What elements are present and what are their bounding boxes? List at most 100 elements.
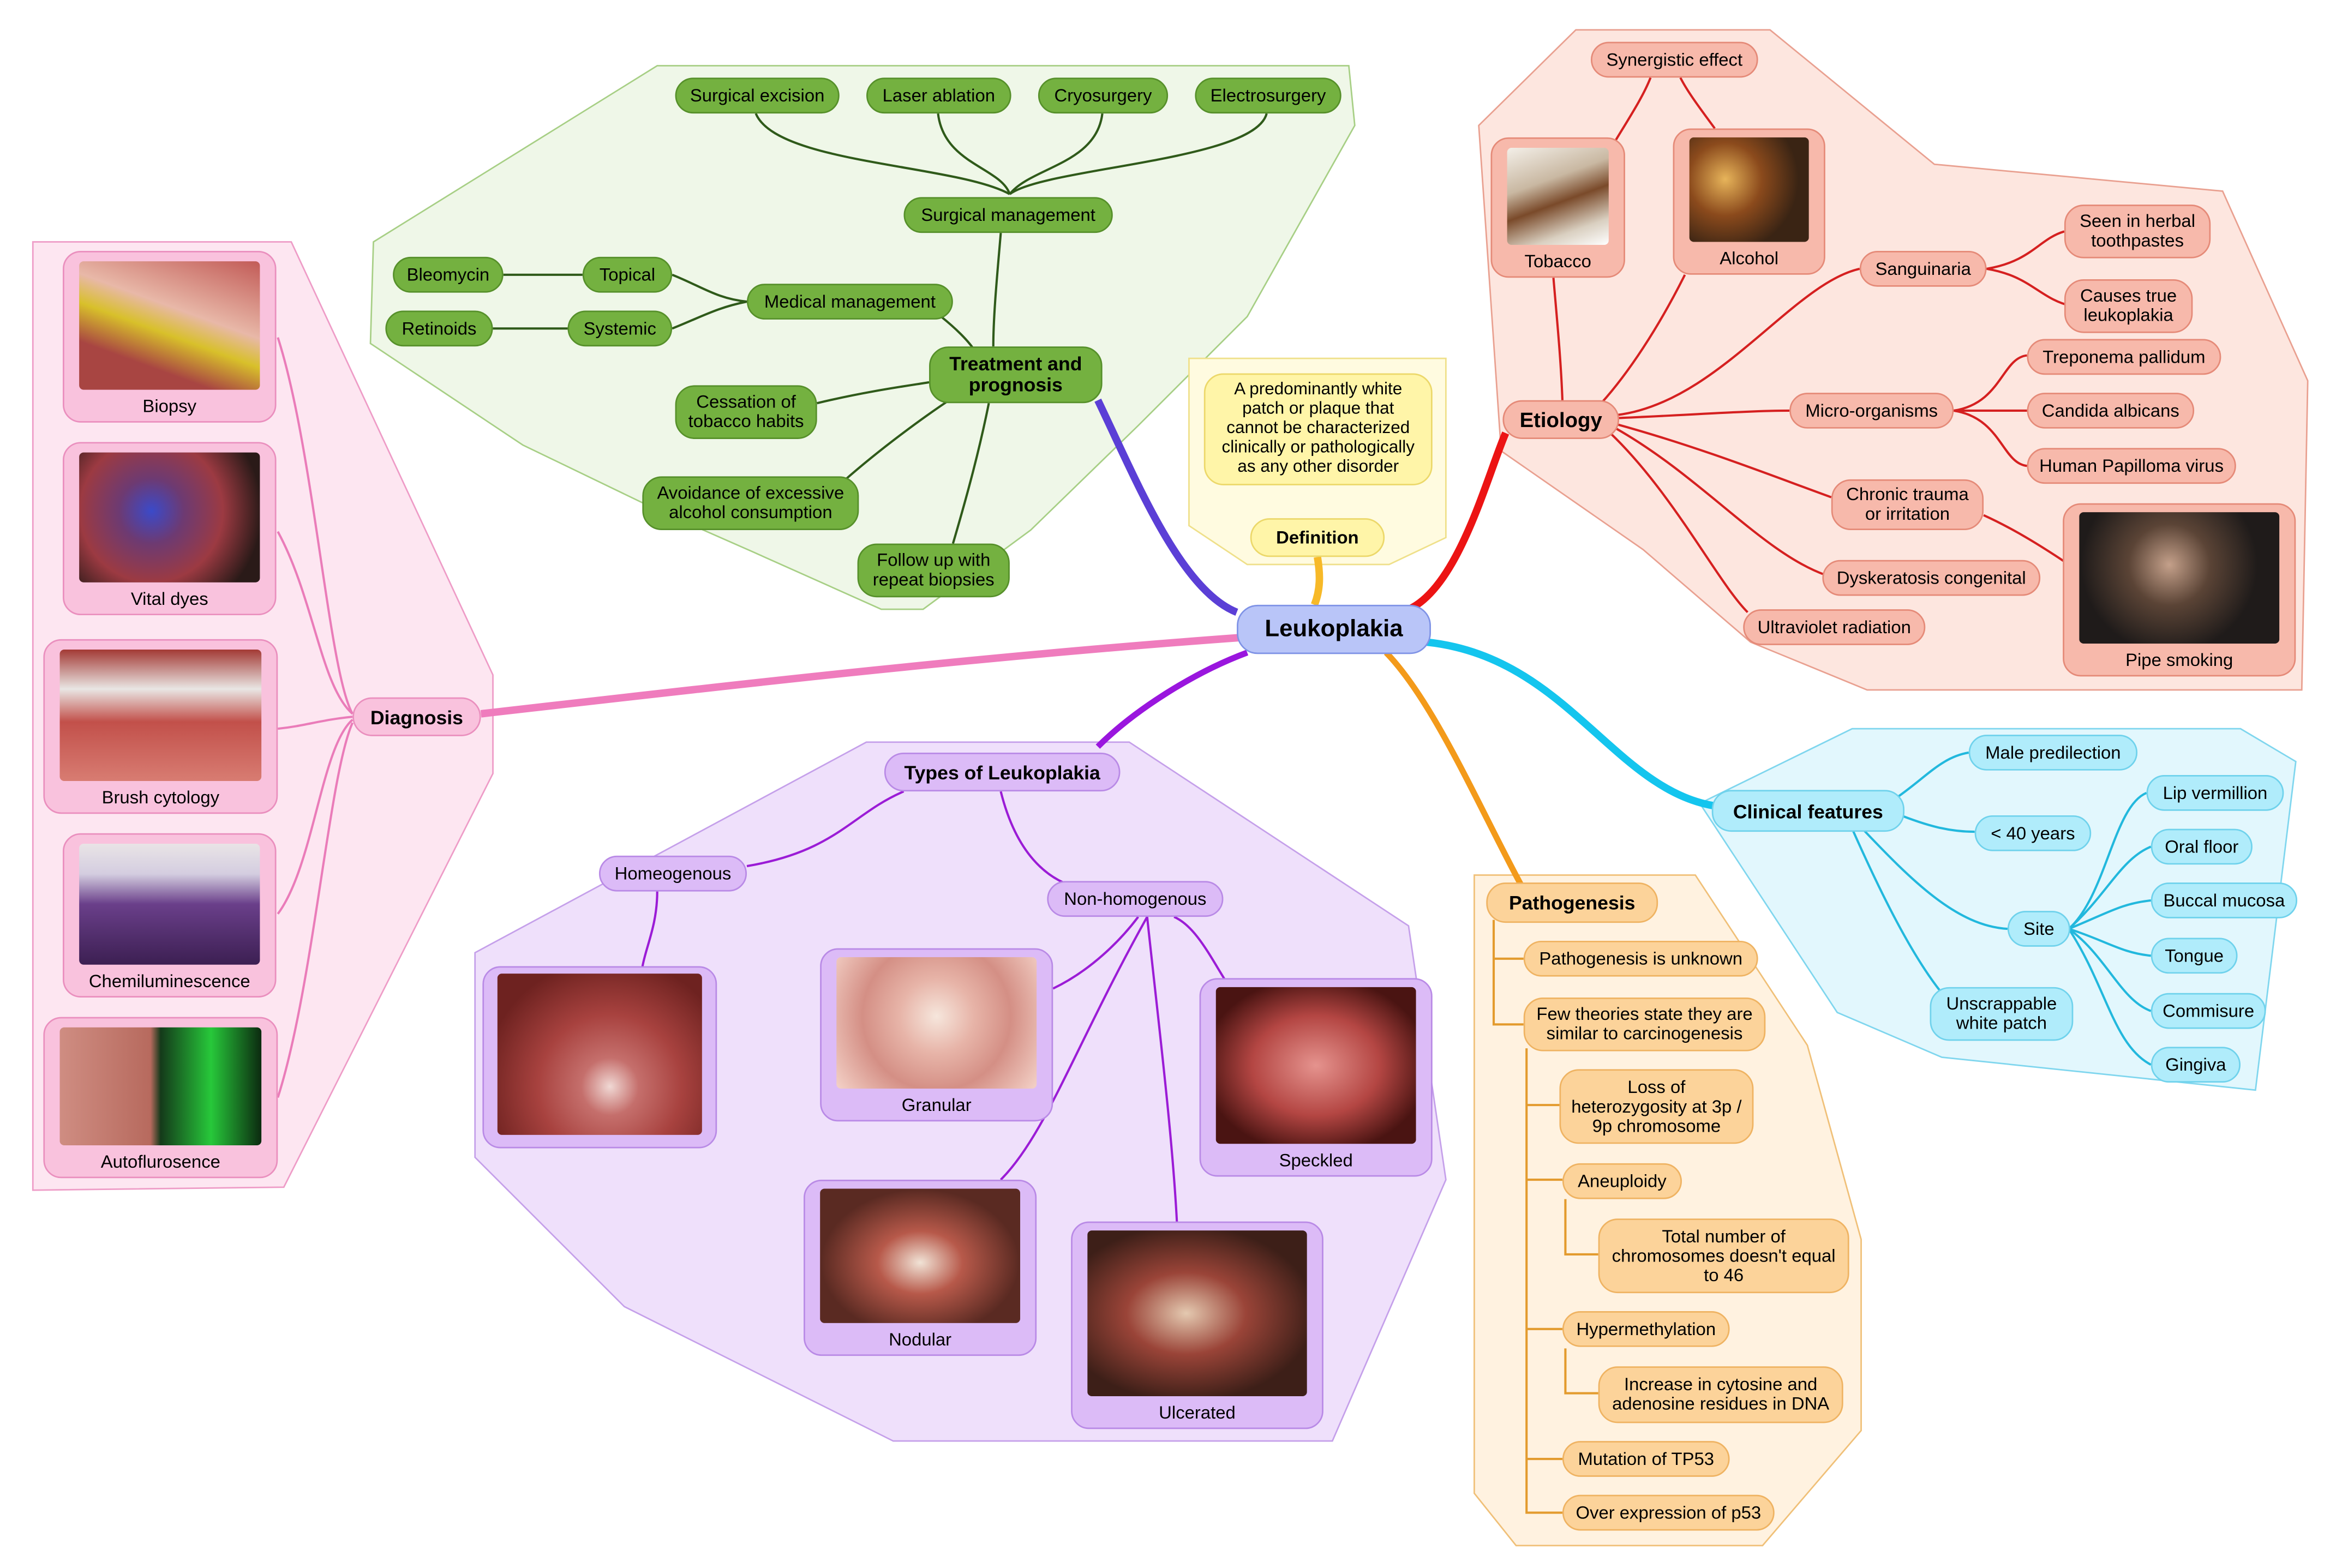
mutation-tp53[interactable]: Mutation of TP53 bbox=[1562, 1441, 1730, 1477]
treatment-region bbox=[369, 65, 1356, 610]
retinoids[interactable]: Retinoids bbox=[385, 310, 493, 347]
surgical-management[interactable]: Surgical management bbox=[903, 197, 1113, 233]
autoflurosence-card[interactable]: Autoflurosence bbox=[43, 1017, 278, 1179]
photo-speckled bbox=[1215, 987, 1416, 1144]
herbal-toothpastes[interactable]: Seen in herbal toothpastes bbox=[2064, 205, 2211, 259]
cessation-tobacco[interactable]: Cessation of tobacco habits bbox=[675, 385, 817, 439]
types-node[interactable]: Types of Leukoplakia bbox=[884, 752, 1121, 792]
homogenous[interactable]: Homeogenous bbox=[598, 855, 747, 892]
aneuploidy[interactable]: Aneuploidy bbox=[1562, 1163, 1682, 1199]
loss-of-heterozygosity[interactable]: Loss of heterozygosity at 3p / 9p chromo… bbox=[1559, 1069, 1754, 1144]
age-under-40[interactable]: < 40 years bbox=[1974, 815, 2092, 851]
pipe-smoking-card[interactable]: Pipe smoking bbox=[2063, 503, 2296, 677]
medical-management[interactable]: Medical management bbox=[747, 284, 953, 320]
branch-types bbox=[1095, 650, 1249, 749]
brush-cytology-card[interactable]: Brush cytology bbox=[43, 639, 278, 814]
theories-carcinogenesis[interactable]: Few theories state they are similar to c… bbox=[1523, 997, 1766, 1052]
sanguinaria[interactable]: Sanguinaria bbox=[1859, 250, 1987, 287]
site-gingiva[interactable]: Gingiva bbox=[2151, 1047, 2241, 1083]
biopsy-card[interactable]: Biopsy bbox=[62, 250, 277, 423]
speckled-card[interactable]: Speckled bbox=[1199, 978, 1433, 1177]
nodular-label: Nodular bbox=[889, 1329, 952, 1350]
diagnosis-node[interactable]: Diagnosis bbox=[352, 697, 481, 736]
tobacco-label: Tobacco bbox=[1524, 250, 1591, 272]
bleomycin[interactable]: Bleomycin bbox=[393, 256, 504, 293]
clinical-features-node[interactable]: Clinical features bbox=[1711, 790, 1904, 832]
dyskeratosis-congenital[interactable]: Dyskeratosis congenital bbox=[1822, 560, 2041, 596]
branch-clinical bbox=[1426, 638, 1718, 810]
tobacco-card[interactable]: Tobacco bbox=[1490, 137, 1625, 278]
homogenous-card[interactable] bbox=[482, 966, 717, 1149]
non-homogenous[interactable]: Non-homogenous bbox=[1047, 881, 1224, 917]
photo-brush-cytology bbox=[59, 650, 262, 781]
male-predilection[interactable]: Male predilection bbox=[1968, 735, 2138, 771]
over-expression-p53[interactable]: Over expression of p53 bbox=[1562, 1494, 1775, 1531]
increase-cytosine-adenosine[interactable]: Increase in cytosine and adenosine resid… bbox=[1598, 1366, 1843, 1423]
branch-definition bbox=[1311, 556, 1323, 606]
branch-pathogenesis bbox=[1383, 650, 1524, 886]
alcohol-card[interactable]: Alcohol bbox=[1673, 128, 1825, 275]
laser-ablation[interactable]: Laser ablation bbox=[866, 77, 1011, 114]
biopsy-label: Biopsy bbox=[142, 395, 197, 417]
avoidance-alcohol[interactable]: Avoidance of excessive alcohol consumpti… bbox=[642, 476, 859, 530]
photo-granular bbox=[836, 957, 1037, 1089]
photo-vital-dyes bbox=[79, 452, 260, 582]
definition-node[interactable]: Definition bbox=[1250, 518, 1385, 557]
pathogenesis-unknown[interactable]: Pathogenesis is unknown bbox=[1523, 940, 1758, 977]
site-commisure[interactable]: Commisure bbox=[2151, 993, 2266, 1029]
photo-biopsy bbox=[79, 261, 260, 390]
chronic-trauma[interactable]: Chronic trauma or irritation bbox=[1831, 479, 1984, 530]
surgical-excision[interactable]: Surgical excision bbox=[675, 77, 840, 114]
photo-chemiluminescence bbox=[79, 843, 260, 965]
systemic[interactable]: Systemic bbox=[567, 310, 673, 347]
brush-cytology-label: Brush cytology bbox=[101, 786, 220, 808]
branch-diagnosis bbox=[480, 634, 1241, 718]
synergistic-effect[interactable]: Synergistic effect bbox=[1590, 41, 1758, 78]
chemiluminescence-label: Chemiluminescence bbox=[88, 970, 250, 992]
cryosurgery[interactable]: Cryosurgery bbox=[1038, 77, 1169, 114]
granular-card[interactable]: Granular bbox=[820, 948, 1053, 1122]
photo-ulcerated bbox=[1087, 1230, 1307, 1397]
site[interactable]: Site bbox=[2007, 911, 2070, 947]
site-tongue[interactable]: Tongue bbox=[2151, 938, 2238, 974]
ulcerated-card[interactable]: Ulcerated bbox=[1071, 1221, 1323, 1429]
pathogenesis-node[interactable]: Pathogenesis bbox=[1486, 882, 1658, 923]
root-node[interactable]: Leukoplakia bbox=[1237, 604, 1431, 654]
pipe-smoking-label: Pipe smoking bbox=[2125, 650, 2233, 671]
ulcerated-label: Ulcerated bbox=[1159, 1402, 1236, 1423]
granular-label: Granular bbox=[901, 1094, 972, 1116]
hypermethylation[interactable]: Hypermethylation bbox=[1562, 1311, 1730, 1347]
photo-pipe-smoking bbox=[2079, 512, 2280, 644]
site-oral-floor[interactable]: Oral floor bbox=[2151, 828, 2253, 865]
definition-text: A predominantly white patch or plaque th… bbox=[1203, 373, 1433, 485]
vital-dyes-card[interactable]: Vital dyes bbox=[62, 442, 277, 616]
total-chromosomes[interactable]: Total number of chromosomes doesn't equa… bbox=[1598, 1218, 1849, 1294]
chemiluminescence-card[interactable]: Chemiluminescence bbox=[62, 833, 277, 998]
treatment-node[interactable]: Treatment and prognosis bbox=[929, 346, 1103, 404]
micro-organisms[interactable]: Micro-organisms bbox=[1789, 393, 1954, 429]
photo-tobacco bbox=[1507, 148, 1609, 245]
unscrappable-white-patch[interactable]: Unscrappable white patch bbox=[1930, 987, 2074, 1041]
treponema-pallidum[interactable]: Treponema pallidum bbox=[2027, 339, 2221, 375]
site-buccal-mucosa[interactable]: Buccal mucosa bbox=[2151, 882, 2298, 918]
branch-treatment bbox=[1094, 398, 1238, 616]
candida-albicans[interactable]: Candida albicans bbox=[2027, 393, 2195, 429]
photo-homogenous bbox=[497, 974, 702, 1135]
etiology-node[interactable]: Etiology bbox=[1502, 400, 1619, 439]
topical[interactable]: Topical bbox=[582, 256, 673, 293]
speckled-label: Speckled bbox=[1279, 1150, 1353, 1171]
photo-nodular bbox=[820, 1188, 1021, 1323]
follow-up-biopsies[interactable]: Follow up with repeat biopsies bbox=[857, 543, 1010, 598]
electrosurgery[interactable]: Electrosurgery bbox=[1195, 77, 1341, 114]
human-papilloma-virus[interactable]: Human Papilloma virus bbox=[2027, 448, 2236, 484]
branch-etiology bbox=[1400, 431, 1510, 616]
site-lip-vermillion[interactable]: Lip vermillion bbox=[2146, 775, 2284, 811]
photo-alcohol bbox=[1689, 137, 1809, 242]
nodular-card[interactable]: Nodular bbox=[804, 1180, 1037, 1356]
alcohol-label: Alcohol bbox=[1720, 248, 1779, 269]
ultraviolet-radiation[interactable]: Ultraviolet radiation bbox=[1743, 609, 1926, 645]
photo-autoflurosence bbox=[59, 1027, 262, 1146]
vital-dyes-label: Vital dyes bbox=[130, 588, 208, 610]
true-leukoplakia[interactable]: Causes true leukoplakia bbox=[2064, 279, 2193, 333]
